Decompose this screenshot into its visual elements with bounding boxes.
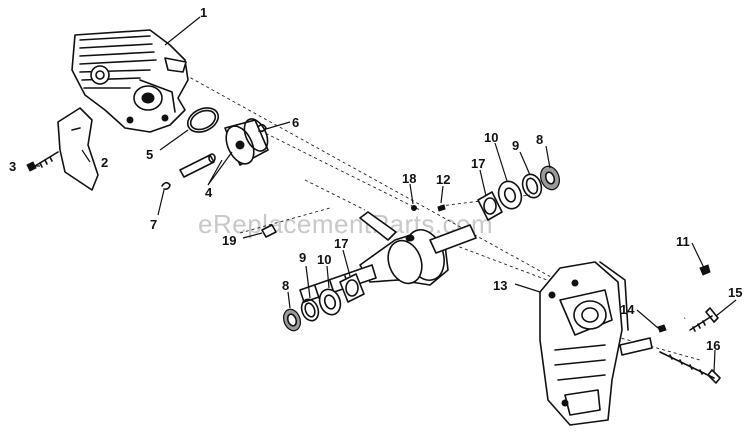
- callout-10-left: 10: [317, 252, 331, 267]
- seal-part-8b: [282, 308, 302, 332]
- callout-8-right: 8: [536, 132, 543, 147]
- callout-7: 7: [150, 217, 157, 232]
- retainer-clip-part-7: [161, 181, 171, 190]
- callout-9-left: 9: [299, 250, 306, 265]
- key-part-12: [437, 204, 446, 212]
- callout-13: 13: [493, 278, 507, 293]
- callout-9-right: 9: [512, 138, 519, 153]
- crankcase-part: [539, 261, 653, 426]
- bearing-part-10b: [318, 288, 342, 316]
- key-part-18: [411, 205, 417, 211]
- callout-12: 12: [436, 172, 450, 187]
- callout-leader-lines: [28, 16, 737, 373]
- ring-part-9a: [521, 173, 543, 199]
- callout-labels: 1 2 3 4 5 6 7 8 9 10 17 12 18 19 9 17 10…: [9, 5, 742, 353]
- cylinder-part: [71, 29, 189, 133]
- callout-17-left: 17: [334, 236, 348, 251]
- callout-17-right: 17: [471, 156, 485, 171]
- crankshaft-part: [299, 211, 477, 303]
- seal-plate-part-17a: [477, 191, 503, 221]
- bearing-part-10a: [497, 180, 523, 210]
- shield-part: [57, 107, 99, 191]
- screw-part-16: [659, 351, 721, 384]
- piston-part: [224, 118, 269, 166]
- seal-part-8a: [539, 165, 561, 191]
- callout-3: 3: [9, 159, 16, 174]
- callout-15: 15: [728, 285, 742, 300]
- callout-11: 11: [676, 234, 690, 249]
- piston-ring-part: [186, 107, 220, 133]
- callout-16: 16: [706, 338, 720, 353]
- screw-part-3: [26, 151, 59, 172]
- retainer-clip-part-6: [257, 123, 267, 132]
- watermark: eReplacementParts.com: [198, 209, 493, 239]
- callout-10-right: 10: [484, 130, 498, 145]
- seal-plate-part-17b: [339, 273, 365, 303]
- wrist-pin-part: [179, 153, 216, 178]
- callout-18: 18: [402, 171, 416, 186]
- callout-2: 2: [101, 155, 108, 170]
- callout-19: 19: [222, 233, 236, 248]
- callout-4: 4: [205, 185, 213, 200]
- callout-14: 14: [620, 302, 635, 317]
- ring-part-9b: [300, 298, 320, 322]
- callout-1: 1: [200, 5, 207, 20]
- callout-8-left: 8: [282, 278, 289, 293]
- pin-part-14: [657, 324, 667, 333]
- callout-5: 5: [146, 147, 153, 162]
- needle-bearing-part-19: [261, 224, 277, 238]
- callout-6: 6: [292, 115, 299, 130]
- bolt-part-15: [689, 307, 719, 332]
